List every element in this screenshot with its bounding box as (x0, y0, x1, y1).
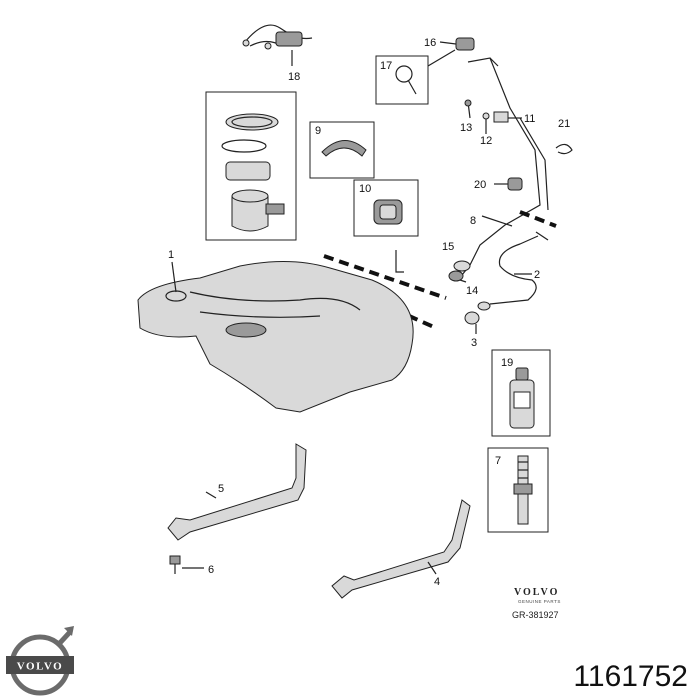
callout-4: 4 (434, 576, 440, 588)
part-16-fuel-cap (439, 37, 475, 51)
part-15-hose-clamp (453, 260, 471, 272)
part-5-tank-strap (167, 443, 307, 541)
part-19-fluid-bottle (491, 349, 551, 437)
callout-20: 20 (474, 179, 486, 191)
part-14-seal (448, 270, 467, 283)
part-11-bracket (493, 111, 522, 123)
part-7-stud-bolt (487, 447, 549, 533)
callout-17: 17 (380, 60, 392, 72)
part-6-screw (169, 555, 204, 574)
callout-21: 21 (558, 118, 570, 130)
part-3-o-ring (464, 311, 480, 334)
callout-19: 19 (501, 357, 513, 369)
callout-16: 16 (424, 37, 436, 49)
part-8-filler-neck (461, 57, 549, 276)
callout-7: 7 (495, 455, 501, 467)
callout-10: 10 (359, 183, 371, 195)
callout-11: 11 (524, 113, 535, 125)
callout-8: 8 (470, 215, 476, 227)
callout-14: 14 (466, 285, 478, 297)
part-2-vent-hose (477, 231, 549, 311)
part-21-clip (555, 143, 573, 155)
part-number: 1161752 (573, 660, 688, 693)
volvo-logo: VOLVO (6, 626, 74, 696)
part-4-tank-strap (331, 499, 471, 599)
part-13-screw (464, 99, 472, 119)
volvo-logo-wordmark: VOLVO (17, 661, 63, 673)
callout-18: 18 (288, 71, 300, 83)
callout-3: 3 (471, 337, 477, 349)
part-12-clip (482, 112, 490, 134)
callout-13: 13 (460, 122, 472, 134)
callout-9: 9 (315, 125, 321, 137)
callout-5: 5 (218, 483, 224, 495)
part-18-wiring-harness (242, 24, 313, 66)
part-10-clamp (353, 179, 419, 237)
callout-6: 6 (208, 564, 214, 576)
brand-subtitle: GENUINE PARTS (518, 599, 561, 604)
callout-2: 2 (534, 269, 540, 281)
callout-12: 12 (480, 135, 492, 147)
part-17-cap-tether (375, 49, 456, 105)
fuel-pump-assembly (205, 91, 297, 241)
callout-1: 1 (168, 249, 174, 261)
diagram-code: GR-381927 (512, 610, 559, 620)
part-1-fuel-tank (137, 250, 414, 413)
callout-15: 15 (442, 241, 454, 253)
part-9-lock-ring (309, 121, 375, 179)
part-20-holder (494, 177, 523, 191)
brand-wordmark: VOLVO (514, 587, 559, 598)
genuine-parts-brand-block: VOLVO GENUINE PARTS GR-381927 (512, 587, 561, 620)
